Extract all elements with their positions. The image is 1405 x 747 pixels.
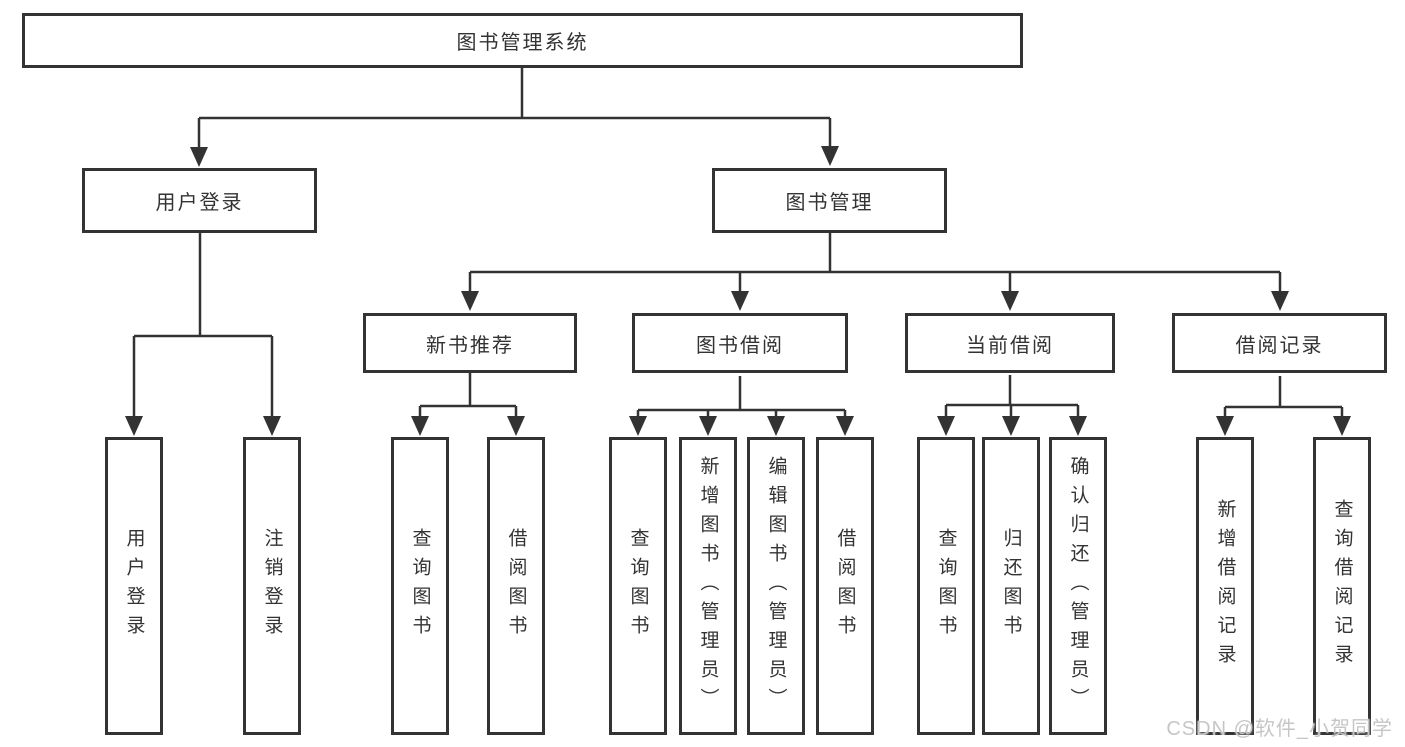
- leaf-add-borrow-record: 新增借阅记录: [1196, 437, 1254, 735]
- leaf-query-books-current: 查询图书: [917, 437, 975, 735]
- leaf-return-book: 归还图书: [982, 437, 1040, 735]
- leaf-user-login: 用户登录: [105, 437, 163, 735]
- leaf-logout: 注销登录: [243, 437, 301, 735]
- leaf-query-books-borrow: 查询图书: [609, 437, 667, 735]
- leaf-borrow-books: 借阅图书: [816, 437, 874, 735]
- node-new-book-recommend: 新书推荐: [363, 313, 577, 373]
- leaf-confirm-return-admin: 确认归还（管理员）: [1049, 437, 1107, 735]
- node-book-management: 图书管理: [712, 168, 947, 233]
- arrowheads: [125, 146, 1351, 436]
- leaf-query-books-recommend: 查询图书: [391, 437, 449, 735]
- node-borrow-records: 借阅记录: [1172, 313, 1387, 373]
- node-book-borrow: 图书借阅: [632, 313, 848, 373]
- leaf-add-book-admin: 新增图书（管理员）: [679, 437, 737, 735]
- node-current-borrow: 当前借阅: [905, 313, 1115, 373]
- leaf-edit-book-admin: 编辑图书（管理员）: [747, 437, 805, 735]
- leaf-borrow-books-recommend: 借阅图书: [487, 437, 545, 735]
- leaf-query-borrow-record: 查询借阅记录: [1313, 437, 1371, 735]
- csdn-watermark: CSDN @软件_小贺同学: [1166, 718, 1393, 740]
- node-user-login: 用户登录: [82, 168, 317, 233]
- node-library-management-system: 图书管理系统: [22, 13, 1023, 68]
